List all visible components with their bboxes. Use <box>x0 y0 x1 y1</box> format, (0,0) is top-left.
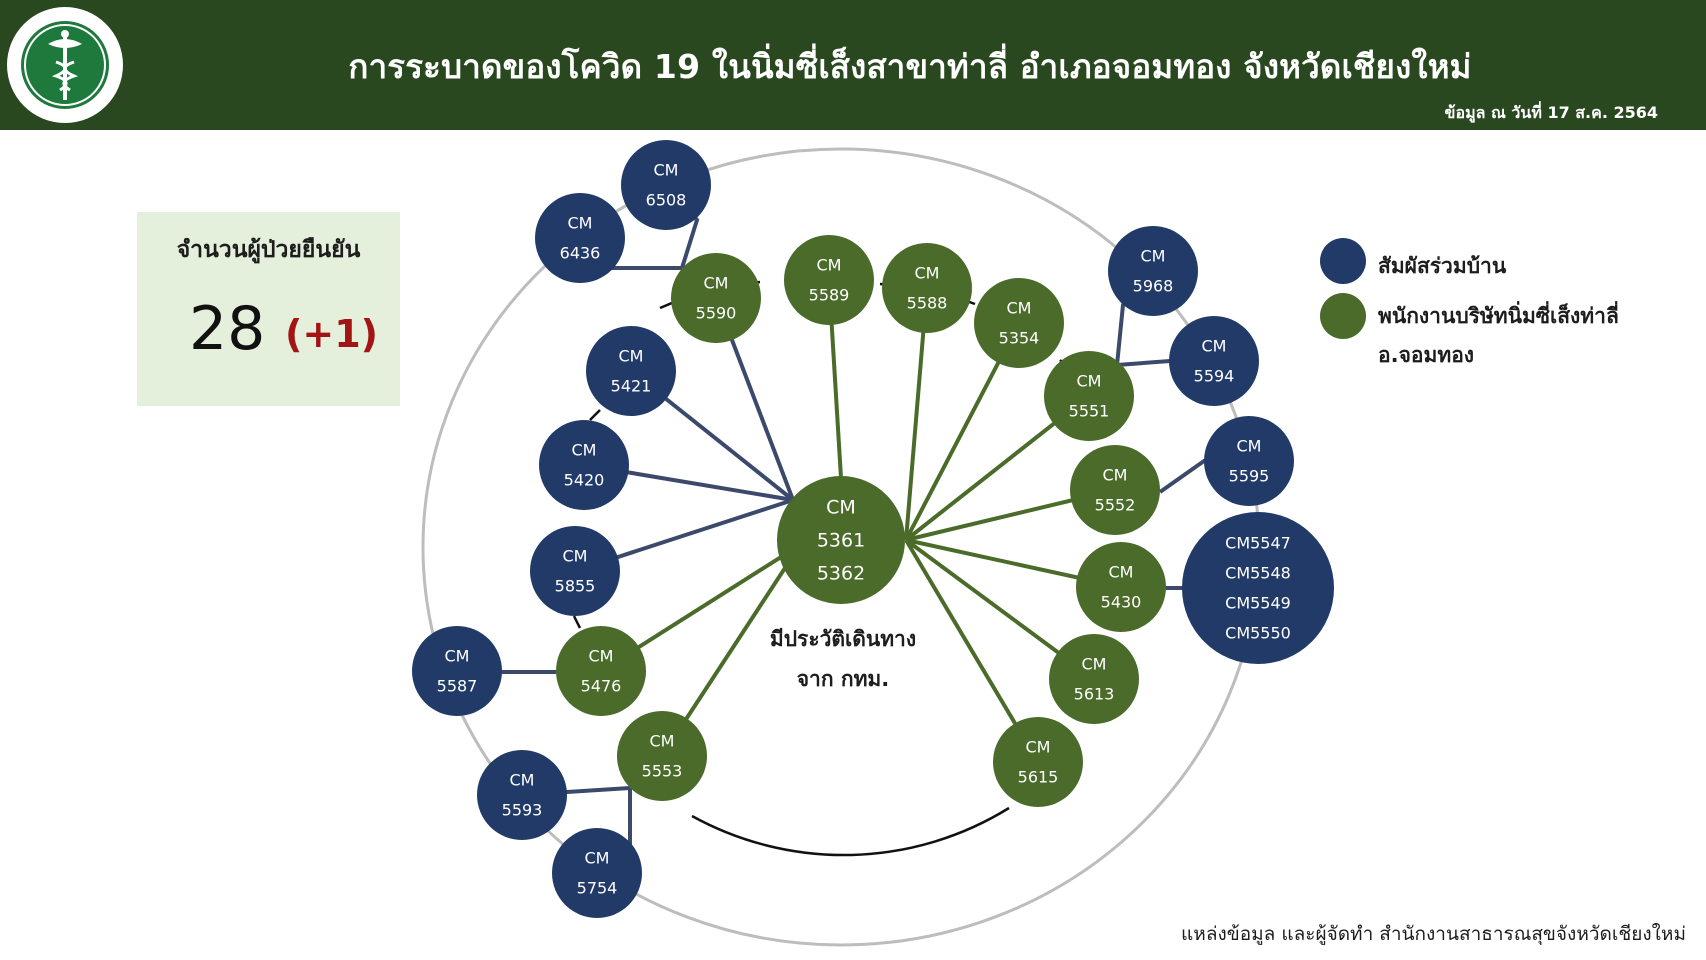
case-node-center-line-2: 5362 <box>817 563 865 585</box>
case-node-5754-line-0: CM <box>585 849 610 868</box>
legend-household-label: สัมผัสร่วมบ้าน <box>1378 254 1507 278</box>
case-node-5588-line-1: 5588 <box>907 294 948 313</box>
source-note: แหล่งข้อมูล และผู้จัดทำ สำนักงานสาธารณสุ… <box>1181 923 1686 945</box>
case-node-5476-line-0: CM <box>589 647 614 666</box>
inner-arc-left <box>589 409 601 421</box>
case-node-5354 <box>974 278 1064 368</box>
case-node-5615 <box>993 717 1083 807</box>
case-node-5593 <box>477 750 567 840</box>
case-node-group-line-1: CM5548 <box>1225 564 1291 583</box>
case-node-5855-line-0: CM <box>563 547 588 566</box>
legend-employee-label: พนักงานบริษัทนิ่มซี่เส็งท่าลี่ <box>1378 304 1619 328</box>
confirmed-count-value: 28 <box>189 294 266 364</box>
case-node-6508-line-0: CM <box>654 161 679 180</box>
inner-arc-bottom <box>691 806 1010 857</box>
case-node-5430 <box>1076 542 1166 632</box>
case-node-5587-line-1: 5587 <box>437 677 478 696</box>
case-node-5615-line-0: CM <box>1026 738 1051 757</box>
case-node-5354-line-0: CM <box>1007 299 1032 318</box>
inner-arc-left-low <box>572 615 582 629</box>
case-node-5754 <box>552 828 642 918</box>
case-node-5420 <box>539 420 629 510</box>
legend-employee-dot <box>1320 293 1366 339</box>
legend-employee-label-2: อ.จอมทอง <box>1378 343 1475 367</box>
case-node-5754-line-1: 5754 <box>577 879 618 898</box>
case-node-5420-line-1: 5420 <box>564 471 605 490</box>
case-node-5552-line-0: CM <box>1103 466 1128 485</box>
data-date: ข้อมูล ณ วันที่ 17 ส.ค. 2564 <box>1444 103 1658 122</box>
case-node-5552-line-1: 5552 <box>1095 496 1136 515</box>
case-node-5421-line-0: CM <box>619 347 644 366</box>
case-node-center-line-1: 5361 <box>817 530 865 552</box>
case-node-5855 <box>530 526 620 616</box>
case-node-5594-line-0: CM <box>1202 337 1227 356</box>
case-node-group-line-3: CM5550 <box>1225 624 1291 643</box>
case-node-5615-line-1: 5615 <box>1018 768 1059 787</box>
case-node-6508-line-1: 6508 <box>646 191 687 210</box>
case-node-5430-line-0: CM <box>1109 563 1134 582</box>
case-node-5421 <box>586 326 676 416</box>
case-node-5968-line-0: CM <box>1141 247 1166 266</box>
case-node-5553 <box>617 711 707 801</box>
confirmed-count-box: จำนวนผู้ป่วยยืนยัน 28 (+1) <box>137 212 400 406</box>
case-node-6436-line-0: CM <box>568 214 593 233</box>
case-node-5551 <box>1044 351 1134 441</box>
case-node-6508 <box>621 140 711 230</box>
case-node-group-line-0: CM5547 <box>1225 534 1291 553</box>
case-node-center <box>777 476 905 604</box>
case-node-5552 <box>1070 445 1160 535</box>
case-node-5553-line-0: CM <box>650 732 675 751</box>
case-node-5968 <box>1108 226 1198 316</box>
center-caption-line-1: จาก กทม. <box>797 667 890 691</box>
case-node-5476 <box>556 626 646 716</box>
case-node-group <box>1182 512 1334 664</box>
case-node-5590-line-0: CM <box>704 274 729 293</box>
case-node-6436-line-1: 6436 <box>560 244 601 263</box>
case-node-center-line-0: CM <box>826 497 856 519</box>
case-node-5420-line-0: CM <box>572 441 597 460</box>
case-node-5588-line-0: CM <box>915 264 940 283</box>
case-node-5588 <box>882 243 972 333</box>
case-node-5593-line-1: 5593 <box>502 801 543 820</box>
legend-household-dot <box>1320 238 1366 284</box>
case-node-5589-line-0: CM <box>817 256 842 275</box>
case-node-5551-line-0: CM <box>1077 372 1102 391</box>
case-node-5476-line-1: 5476 <box>581 677 622 696</box>
case-node-5589 <box>784 235 874 325</box>
case-node-5553-line-1: 5553 <box>642 762 683 781</box>
case-node-group-line-2: CM5549 <box>1225 594 1291 613</box>
page-title: การระบาดของโควิด 19 ในนิ่มซี่เส็งสาขาท่า… <box>348 47 1472 86</box>
case-node-5593-line-0: CM <box>510 771 535 790</box>
case-node-5594-line-1: 5594 <box>1194 367 1235 386</box>
case-node-5595-line-0: CM <box>1237 437 1262 456</box>
ministry-logo <box>7 7 123 123</box>
case-node-5587 <box>412 626 502 716</box>
case-node-5430-line-1: 5430 <box>1101 593 1142 612</box>
case-node-5968-line-1: 5968 <box>1133 277 1174 296</box>
case-node-5551-line-1: 5551 <box>1069 402 1110 421</box>
case-node-5587-line-0: CM <box>445 647 470 666</box>
header-bar: การระบาดของโควิด 19 ในนิ่มซี่เส็งสาขาท่า… <box>0 0 1706 130</box>
case-node-5855-line-1: 5855 <box>555 577 596 596</box>
case-node-5595-line-1: 5595 <box>1229 467 1270 486</box>
case-node-5613-line-0: CM <box>1082 655 1107 674</box>
case-node-5595 <box>1204 416 1294 506</box>
case-node-5613-line-1: 5613 <box>1074 685 1115 704</box>
case-node-6436 <box>535 193 625 283</box>
case-node-5421-line-1: 5421 <box>611 377 652 396</box>
center-caption-line-0: มีประวัติเดินทาง <box>770 627 916 651</box>
confirmed-count-label: จำนวนผู้ป่วยยืนยัน <box>176 237 361 263</box>
case-node-5589-line-1: 5589 <box>809 286 850 305</box>
confirmed-count-delta: (+1) <box>285 312 379 356</box>
case-node-5594 <box>1169 316 1259 406</box>
case-node-5613 <box>1049 634 1139 724</box>
case-node-5354-line-1: 5354 <box>999 329 1040 348</box>
case-node-5590 <box>671 253 761 343</box>
case-node-5590-line-1: 5590 <box>696 304 737 323</box>
